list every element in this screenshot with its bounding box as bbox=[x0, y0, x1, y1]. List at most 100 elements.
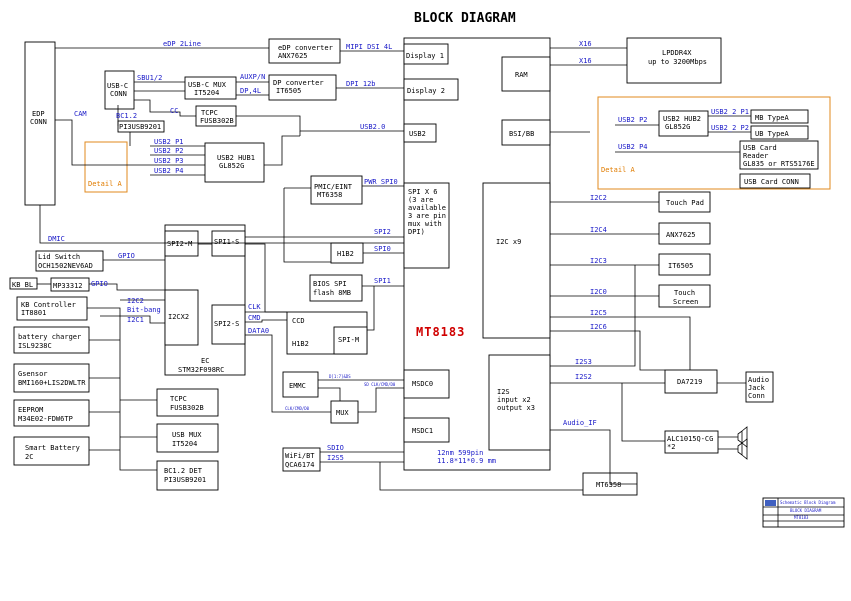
sig-usb20: USB2.0 bbox=[360, 123, 385, 131]
lpddr-line1: LPDDR4X bbox=[662, 49, 692, 57]
sig-x16b: X16 bbox=[579, 57, 592, 65]
eeprom-line2: M34E02-FDW6TP bbox=[18, 415, 73, 423]
usb-card-conn-block bbox=[739, 173, 811, 189]
lid-switch-line2: OCH1502NEV6AD bbox=[38, 262, 93, 270]
sig-i2s2: I2S2 bbox=[575, 373, 592, 381]
pmic-line2: MT6358 bbox=[317, 191, 342, 199]
usb2-hub2-block bbox=[658, 110, 709, 137]
it6505-right-label: IT6505 bbox=[668, 262, 693, 270]
tcpc-bottom-block bbox=[156, 388, 219, 417]
smart-battery-line2: 2C bbox=[25, 453, 33, 461]
port-bsi bbox=[501, 119, 551, 146]
audio-jack-line3: Conn bbox=[748, 392, 765, 400]
usbc-mux-block bbox=[184, 76, 237, 100]
da7219-label: DA7219 bbox=[677, 378, 702, 386]
sig-dmic: DMIC bbox=[48, 235, 65, 243]
title-block-line1: Schematic Block Diagram bbox=[780, 500, 836, 505]
title-block-line2: BLOCK DIAGRAM bbox=[790, 508, 822, 513]
port-display2 bbox=[403, 78, 459, 101]
usb2-hub2-line1: USB2 HUB2 bbox=[663, 115, 701, 123]
tcpc-bottom-line2: FUSB302B bbox=[170, 404, 204, 412]
audio-jack-block bbox=[745, 371, 774, 403]
dp-converter-block bbox=[268, 74, 337, 101]
lid-switch-line1: Lid Switch bbox=[38, 253, 80, 261]
port-display2-label: Display 2 bbox=[407, 87, 445, 95]
port-usb2 bbox=[403, 123, 437, 143]
ccd-label: CCD bbox=[292, 317, 305, 325]
sig-edp-2line: eDP 2Line bbox=[163, 40, 201, 48]
sig-i2s3: I2S3 bbox=[575, 358, 592, 366]
sig-sbu: SBU1/2 bbox=[137, 74, 162, 82]
mp-block bbox=[50, 277, 90, 292]
sig-usb2-p2: USB2 P2 bbox=[154, 147, 184, 155]
mux-label: MUX bbox=[336, 409, 349, 417]
ec-spi2m-box bbox=[164, 230, 199, 257]
sig-spi2: SPI2 bbox=[374, 228, 391, 236]
usbc-mux-line1: USB-C MUX bbox=[188, 81, 227, 89]
sig-cam: CAM bbox=[74, 110, 87, 118]
port-i2s-line1: I2S bbox=[497, 388, 510, 396]
ec-spi1s-box bbox=[211, 230, 246, 257]
detail-a-right-label: Detail A bbox=[601, 166, 636, 174]
soc-package-line1: 12nm 599pin bbox=[437, 449, 483, 457]
port-msdc0-label: MSDC0 bbox=[412, 380, 433, 388]
usb-card-conn-label: USB Card CONN bbox=[744, 178, 799, 186]
ec-spi1s-label: SPI1-S bbox=[214, 238, 239, 246]
usb2-hub2-line2: GL852G bbox=[665, 123, 690, 131]
soc-package-line2: 11.8*11*0.9 mm bbox=[437, 457, 496, 465]
spi-m-box bbox=[333, 326, 368, 355]
smart-battery-line1: Smart Battery bbox=[25, 444, 80, 452]
edp-converter-line2: ANX7625 bbox=[278, 52, 308, 60]
sig-usb2-p3: USB2 P3 bbox=[154, 157, 184, 165]
ec-spi2s-box bbox=[211, 304, 246, 345]
port-msdc1-label: MSDC1 bbox=[412, 427, 433, 435]
kb-controller-line1: KB Controller bbox=[21, 301, 76, 309]
speaker-icon-top bbox=[737, 426, 748, 448]
port-spi-line2: (3 are bbox=[408, 196, 433, 204]
touch-pad-label: Touch Pad bbox=[666, 199, 704, 207]
spi-m-label: SPI-M bbox=[338, 336, 359, 344]
tcpc-top-line1: TCPC bbox=[201, 109, 218, 117]
sig-mipi-dsi: MIPI DSI 4L bbox=[346, 43, 392, 51]
sig-cmd-d0: CLK/CMD/D0 bbox=[285, 406, 310, 411]
pmic-block bbox=[310, 175, 363, 205]
tcpc-top-line2: FUSB302B bbox=[200, 117, 234, 125]
sig-i2c5: I2C5 bbox=[590, 309, 607, 317]
usbc-conn-line2: CONN bbox=[110, 90, 127, 98]
anx7625-right-block bbox=[658, 222, 711, 245]
audio-jack-line2: Jack bbox=[748, 384, 766, 392]
sig-gpio2: GPIO bbox=[91, 280, 108, 288]
dp-converter-line1: DP converter bbox=[273, 79, 324, 87]
kb-controller-line2: IT8801 bbox=[21, 309, 46, 317]
edp-conn-line2: CONN bbox=[30, 118, 47, 126]
battery-charger-line2: ISL9238C bbox=[18, 342, 52, 350]
port-display1 bbox=[403, 43, 449, 65]
lid-switch-block bbox=[35, 250, 104, 272]
usb-card-reader-line1: USB Card bbox=[743, 144, 777, 152]
alc-line2: *2 bbox=[667, 443, 675, 451]
touch-screen-line1: Touch bbox=[674, 289, 695, 297]
title-block: Schematic Block Diagram BLOCK DIAGRAM MT… bbox=[762, 497, 845, 528]
speaker-icon-bottom bbox=[737, 438, 748, 460]
port-bsi-label: BSI/BB bbox=[509, 130, 534, 138]
sig-bc12: BC1.2 bbox=[116, 112, 137, 120]
port-i2c-label: I2C x9 bbox=[496, 238, 521, 246]
sig-i2c2-right: I2C2 bbox=[590, 194, 607, 202]
sig-i2c3: I2C3 bbox=[590, 257, 607, 265]
sig-dpi-12b: DPI 12b bbox=[346, 80, 376, 88]
sig-auxp-n: AUXP/N bbox=[240, 73, 265, 81]
port-display1-label: Display 1 bbox=[406, 52, 444, 60]
mp-label: MP33312 bbox=[53, 282, 83, 290]
ec-spi2m-label: SPI2-M bbox=[167, 240, 192, 248]
wires bbox=[37, 47, 751, 491]
usbc-conn-block bbox=[104, 70, 135, 110]
mb-typea-block bbox=[750, 109, 809, 124]
wifi-block bbox=[282, 447, 321, 472]
sig-sd-bus: SD CLK/CMD/D0 bbox=[364, 382, 396, 387]
sig-usb2-2-p2: USB2_2 P2 bbox=[711, 124, 749, 132]
pi3usb-label: PI3USB9201 bbox=[119, 123, 161, 131]
usb-mux-bottom-line2: IT5204 bbox=[172, 440, 197, 448]
gsensor-block bbox=[13, 363, 90, 393]
usb-card-reader-block bbox=[739, 140, 819, 170]
